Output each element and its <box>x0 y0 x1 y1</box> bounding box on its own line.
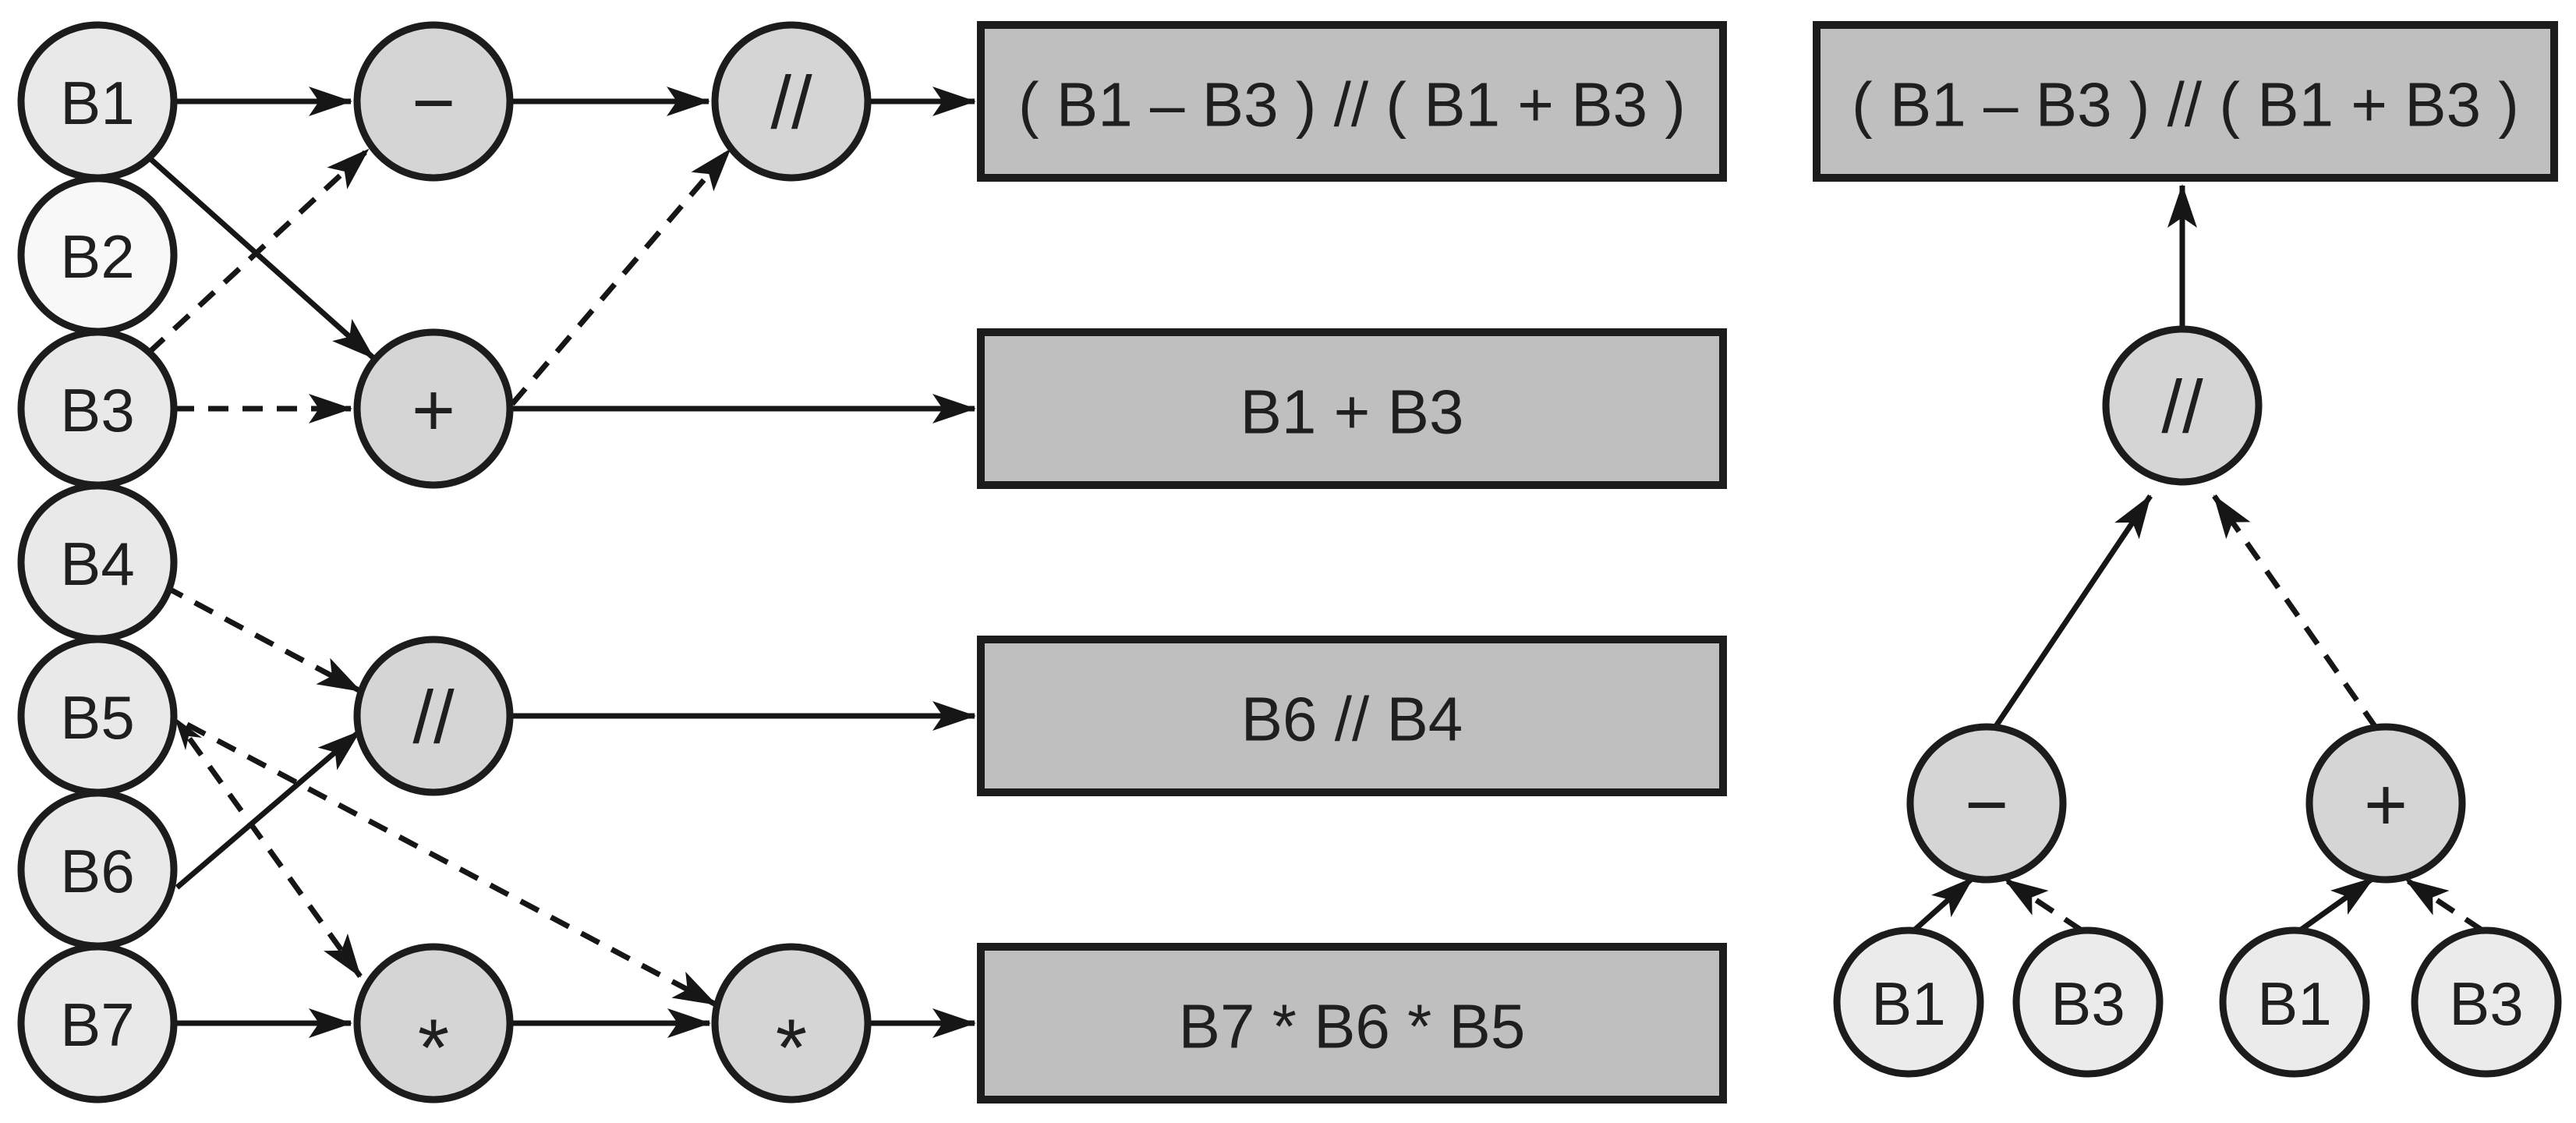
edge-junction-arrowhead-b5 <box>175 717 202 750</box>
input-node-b6: B6 <box>17 789 178 950</box>
input-column: B1 B2 B3 B4 B5 B6 B7 <box>17 21 178 1104</box>
input-node-b1: B1 <box>17 21 178 182</box>
result-box-3: B6 // B4 <box>977 636 1727 796</box>
input-node-b1-label: B1 <box>60 69 134 137</box>
left-diagram-edges <box>147 87 976 1038</box>
tree-leaf-b3-left-label: B3 <box>2051 969 2125 1038</box>
edge-leafb3-minus <box>2004 877 2083 933</box>
tree-root-floordiv-label: // <box>2161 366 2203 449</box>
edge-b1-plus <box>147 155 376 360</box>
tree-leaf-b1-right: B1 <box>2219 926 2370 1078</box>
result-box-2: B1 + B3 <box>977 328 1727 489</box>
input-node-b6-label: B6 <box>60 837 134 905</box>
tree-leaf-b1-left: B1 <box>1833 926 1984 1078</box>
result-box-2-text: B1 + B3 <box>1240 377 1464 447</box>
input-node-b5: B5 <box>17 636 178 796</box>
edge-leafb1-minus <box>1912 876 1975 933</box>
result-box-1-text: ( B1 – B3 ) // ( B1 + B3 ) <box>1018 70 1686 140</box>
tree-leaf-b3-right: B3 <box>2411 926 2562 1078</box>
input-node-b3: B3 <box>17 328 178 489</box>
op-node-mul-second-label: * <box>776 1003 807 1093</box>
result-box-4: B7 * B6 * B5 <box>977 943 1727 1104</box>
result-boxes: ( B1 – B3 ) // ( B1 + B3 ) B1 + B3 B6 //… <box>977 21 1727 1104</box>
tree-leaf-b3-right-label: B3 <box>2449 969 2523 1038</box>
op-node-mul-first: * <box>353 943 514 1104</box>
op-node-floordiv-top-label: // <box>770 62 812 145</box>
result-box-3-text: B6 // B4 <box>1241 685 1463 754</box>
op-node-mul-second: * <box>711 943 872 1104</box>
input-node-b5-label: B5 <box>60 683 134 752</box>
op-node-floordiv-top: // <box>711 21 872 182</box>
tree-node-plus-label: + <box>2364 763 2408 847</box>
input-node-b3-label: B3 <box>60 376 134 445</box>
right-tree-edges <box>1912 184 2484 933</box>
op-node-minus: − <box>353 21 514 182</box>
tree-node-minus: − <box>1906 723 2067 884</box>
tree-leaf-b1-left-label: B1 <box>1871 969 1945 1038</box>
tree-result-box-text: ( B1 – B3 ) // ( B1 + B3 ) <box>1852 70 2519 140</box>
result-box-1: ( B1 – B3 ) // ( B1 + B3 ) <box>977 21 1727 182</box>
input-node-b2: B2 <box>17 175 178 335</box>
op-node-floordiv-mid: // <box>353 636 514 796</box>
operator-nodes: − + // // * * <box>353 21 872 1104</box>
op-node-minus-label: − <box>412 62 455 145</box>
tree-leaf-b3-left: B3 <box>2012 926 2164 1078</box>
result-box-4-text: B7 * B6 * B5 <box>1179 992 1526 1061</box>
tree-root-floordiv: // <box>2102 325 2263 486</box>
tree-node-plus: + <box>2305 723 2466 884</box>
tree-leaf-b1-right-label: B1 <box>2257 969 2331 1038</box>
edge-treeminus-root <box>1992 494 2153 730</box>
input-node-b4-label: B4 <box>60 530 134 598</box>
edge-plus-floordiv <box>510 147 732 406</box>
input-node-b7-label: B7 <box>60 990 134 1059</box>
edge-treeplus-root <box>2212 494 2379 731</box>
tree-node-minus-label: − <box>1965 763 2008 847</box>
op-node-plus-label: + <box>412 369 455 452</box>
op-node-plus: + <box>353 328 514 489</box>
edge-b6-floordiv <box>175 729 362 890</box>
edge-b5-mul1 <box>187 736 363 979</box>
op-node-mul-first-label: * <box>418 1003 449 1093</box>
edge-leafb3-plus <box>2404 877 2484 933</box>
edge-leafb1-plus <box>2298 876 2376 933</box>
edge-b4-floordiv <box>163 583 362 694</box>
tree-result-box: ( B1 – B3 ) // ( B1 + B3 ) <box>1813 21 2558 182</box>
edge-b5-mul2 <box>186 721 717 1008</box>
edge-b3-minus <box>147 147 370 355</box>
input-node-b7: B7 <box>17 943 178 1104</box>
right-tree-nodes: ( B1 – B3 ) // ( B1 + B3 ) // − + B1 B3 … <box>1813 21 2562 1078</box>
input-node-b4: B4 <box>17 482 178 643</box>
input-node-b2-label: B2 <box>60 222 134 291</box>
op-node-floordiv-mid-label: // <box>412 676 455 760</box>
